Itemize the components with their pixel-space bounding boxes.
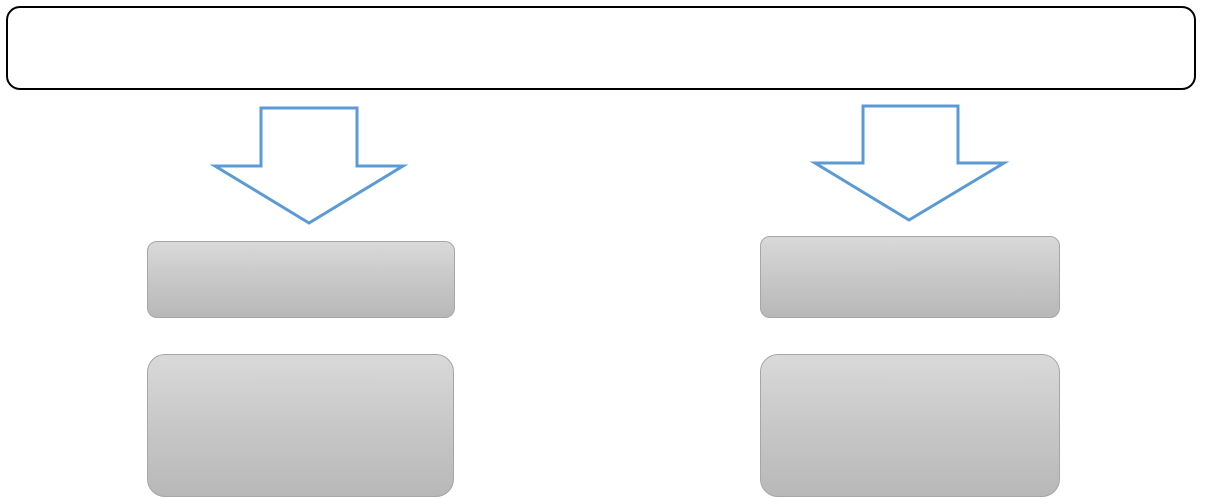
down-arrow-icon [809, 104, 1010, 222]
right-bottom-box [760, 354, 1060, 497]
right-top-box [760, 236, 1060, 318]
down-arrow-icon [209, 106, 409, 225]
header-box [6, 6, 1196, 90]
left-bottom-box [147, 354, 454, 497]
left-top-box [147, 241, 455, 318]
